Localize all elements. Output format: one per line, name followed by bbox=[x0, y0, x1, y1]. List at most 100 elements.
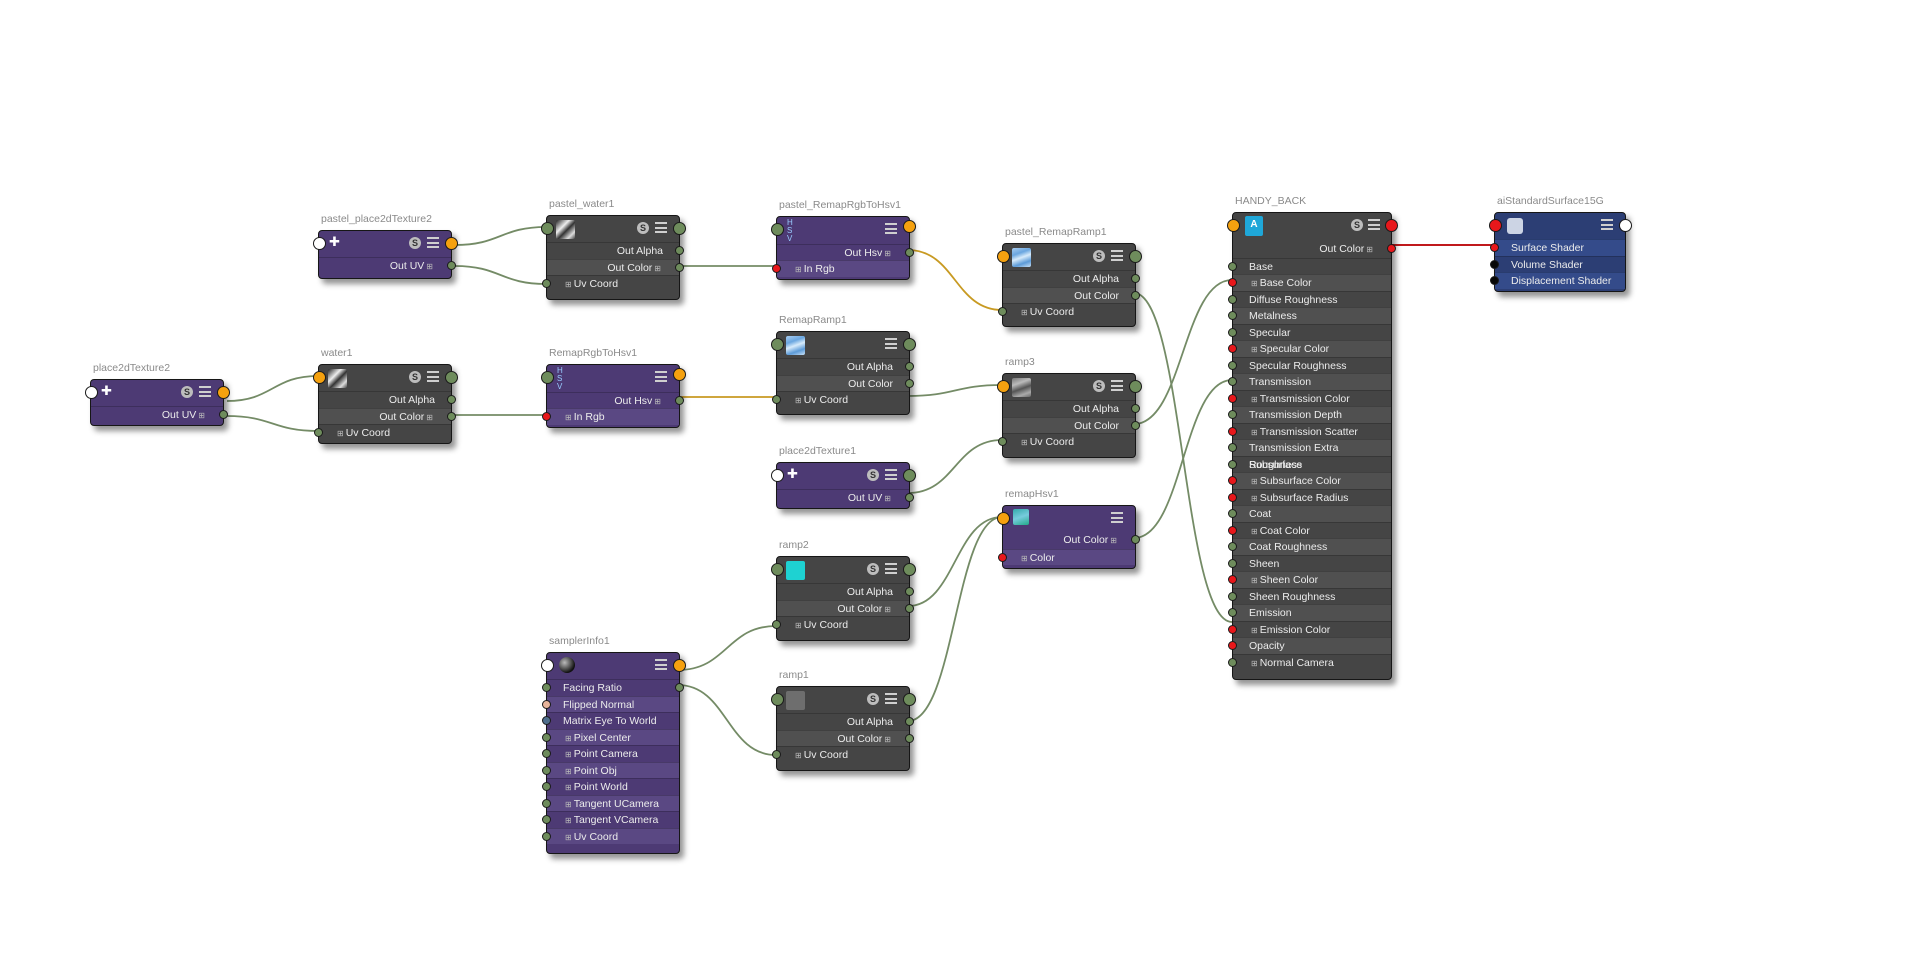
port-in-specular-color[interactable] bbox=[1228, 344, 1237, 353]
port-out-hsv-sub[interactable] bbox=[905, 248, 914, 257]
port-point-world[interactable] bbox=[542, 782, 551, 791]
connection-pastel-remaprgb-hsv-to-pastel-remapramp[interactable] bbox=[907, 249, 1003, 311]
port-output-node[interactable] bbox=[903, 563, 916, 576]
expand-icon[interactable]: ⊞ bbox=[1251, 279, 1258, 288]
menu-icon[interactable] bbox=[199, 386, 211, 397]
swatch-toggle-icon[interactable]: S bbox=[1093, 380, 1105, 392]
port-input-node[interactable] bbox=[771, 469, 784, 482]
expand-icon[interactable]: ⊞ bbox=[1251, 427, 1258, 437]
swatch-toggle-icon[interactable]: S bbox=[637, 222, 649, 234]
port-out-alpha[interactable] bbox=[447, 395, 456, 404]
port-out-color[interactable] bbox=[1131, 290, 1140, 300]
expand-icon[interactable]: ⊞ bbox=[1251, 625, 1258, 635]
port-in-normal-camera[interactable] bbox=[1228, 657, 1237, 667]
expand-icon[interactable]: ⊞ bbox=[1251, 658, 1258, 668]
port-out-color[interactable] bbox=[905, 733, 914, 743]
port-in-sheen[interactable] bbox=[1228, 558, 1237, 568]
port-output-node[interactable] bbox=[1129, 380, 1142, 393]
port-out-hsv[interactable] bbox=[903, 220, 916, 233]
port-input-node[interactable] bbox=[541, 659, 554, 672]
port-in-specular[interactable] bbox=[1228, 327, 1237, 337]
port-tangent-vcamera[interactable] bbox=[542, 815, 551, 824]
swatch-toggle-icon[interactable]: S bbox=[867, 563, 879, 575]
port-pixel-center[interactable] bbox=[542, 732, 551, 742]
port-in-uv-coord[interactable] bbox=[542, 279, 551, 288]
connection-sampler-to-ramp1[interactable] bbox=[677, 684, 777, 756]
connection-place2d2-uv-to-water1-uv[interactable] bbox=[226, 415, 319, 432]
node-place2dtexture2[interactable]: place2dTexture2 ✚ S Out UV⊞ bbox=[85, 362, 230, 426]
port-in-sheen-roughness[interactable] bbox=[1228, 591, 1237, 601]
port-in-subsurface[interactable] bbox=[1228, 459, 1237, 469]
port-tangent-ucamera[interactable] bbox=[542, 798, 551, 808]
port-facing-ratio-in[interactable] bbox=[542, 683, 551, 692]
menu-icon[interactable] bbox=[1111, 250, 1123, 261]
expand-icon[interactable]: ⊞ bbox=[565, 766, 572, 776]
port-out-color[interactable] bbox=[1131, 420, 1140, 430]
expand-icon[interactable]: ⊞ bbox=[1251, 526, 1258, 536]
port-out-color[interactable] bbox=[905, 378, 914, 388]
port-in-base-color[interactable] bbox=[1228, 278, 1237, 287]
connection-remapramp-color-to-ramp3[interactable] bbox=[907, 384, 1003, 397]
expand-icon[interactable]: ⊞ bbox=[795, 621, 802, 630]
expand-icon[interactable]: ⊞ bbox=[1021, 438, 1028, 447]
port-out-alpha[interactable] bbox=[1131, 404, 1140, 413]
port-displacement-shader[interactable] bbox=[1490, 276, 1499, 285]
port-in-emission[interactable] bbox=[1228, 608, 1237, 617]
port-output-node[interactable] bbox=[903, 469, 916, 482]
expand-icon[interactable]: ⊞ bbox=[1366, 245, 1373, 254]
node-place2dtexture1[interactable]: place2dTexture1 ✚ S Out UV⊞ bbox=[771, 445, 916, 509]
connection-place2d1-uv-to-ramp3-uv[interactable] bbox=[907, 439, 1003, 494]
expand-icon[interactable]: ⊞ bbox=[654, 397, 661, 406]
port-input-node[interactable] bbox=[771, 693, 784, 706]
swatch-toggle-icon[interactable]: S bbox=[867, 693, 879, 705]
menu-icon[interactable] bbox=[1111, 380, 1123, 391]
port-matrix-eye-to-world[interactable] bbox=[542, 716, 551, 725]
port-in-transmission[interactable] bbox=[1228, 377, 1237, 386]
port-point-obj[interactable] bbox=[542, 765, 551, 775]
expand-icon[interactable]: ⊞ bbox=[1251, 576, 1258, 585]
connection-ramp2-color-to-remaphsv[interactable] bbox=[907, 516, 1003, 607]
node-ramp3[interactable]: ramp3 S Out Alpha Out Color ⊞Uv Coord bbox=[997, 356, 1142, 458]
port-out-uv[interactable] bbox=[219, 410, 228, 419]
port-surface-shader[interactable] bbox=[1490, 243, 1499, 252]
expand-icon[interactable]: ⊞ bbox=[884, 249, 891, 258]
connection-remaphsv-color-to-transmission[interactable] bbox=[1133, 379, 1233, 539]
port-out-alpha[interactable] bbox=[905, 362, 914, 371]
node-samplerinfo1[interactable]: samplerInfo1 Facing Ratio Flipped Normal… bbox=[541, 635, 686, 854]
swatch-toggle-icon[interactable]: S bbox=[1351, 219, 1363, 231]
port-out-hsv[interactable] bbox=[673, 368, 686, 381]
expand-icon[interactable]: ⊞ bbox=[1251, 345, 1258, 354]
port-input-node[interactable] bbox=[771, 223, 784, 236]
port-output-node[interactable] bbox=[1385, 219, 1398, 232]
port-input-node[interactable] bbox=[541, 222, 554, 235]
expand-icon[interactable]: ⊞ bbox=[1251, 493, 1258, 503]
menu-icon[interactable] bbox=[655, 371, 667, 382]
swatch-toggle-icon[interactable]: S bbox=[409, 237, 421, 249]
expand-icon[interactable]: ⊞ bbox=[426, 262, 433, 271]
expand-icon[interactable]: ⊞ bbox=[198, 411, 205, 420]
port-input-node[interactable] bbox=[997, 380, 1010, 393]
connection-sampler-to-ramp2[interactable] bbox=[677, 625, 777, 671]
node-remapramp1[interactable]: RemapRamp1 Out Alpha Out Color ⊞Uv Coord bbox=[771, 314, 916, 415]
port-in-transmission-extra-roughness[interactable] bbox=[1228, 443, 1237, 452]
expand-icon[interactable]: ⊞ bbox=[565, 280, 572, 289]
port-output-node[interactable] bbox=[1619, 219, 1632, 232]
port-output-node[interactable] bbox=[673, 222, 686, 235]
port-in-sheen-color[interactable] bbox=[1228, 575, 1237, 584]
port-in-metalness[interactable] bbox=[1228, 311, 1237, 320]
port-input-node[interactable] bbox=[85, 386, 98, 399]
expand-icon[interactable]: ⊞ bbox=[337, 429, 344, 438]
port-in-rgb[interactable] bbox=[542, 412, 551, 421]
port-in-uv-coord[interactable] bbox=[314, 428, 323, 437]
port-in-subsurface-radius[interactable] bbox=[1228, 492, 1237, 502]
port-in-transmission-color[interactable] bbox=[1228, 393, 1237, 403]
port-input-node[interactable] bbox=[1227, 219, 1240, 232]
port-in-color[interactable] bbox=[998, 552, 1007, 562]
menu-icon[interactable] bbox=[1368, 219, 1380, 230]
expand-icon[interactable]: ⊞ bbox=[795, 265, 802, 274]
menu-icon[interactable] bbox=[655, 222, 667, 233]
menu-icon[interactable] bbox=[427, 237, 439, 248]
expand-icon[interactable]: ⊞ bbox=[565, 733, 572, 743]
connection-pastel-place2d-uv-to-pastel-water-uv[interactable] bbox=[454, 265, 547, 285]
port-out-alpha[interactable] bbox=[905, 587, 914, 596]
